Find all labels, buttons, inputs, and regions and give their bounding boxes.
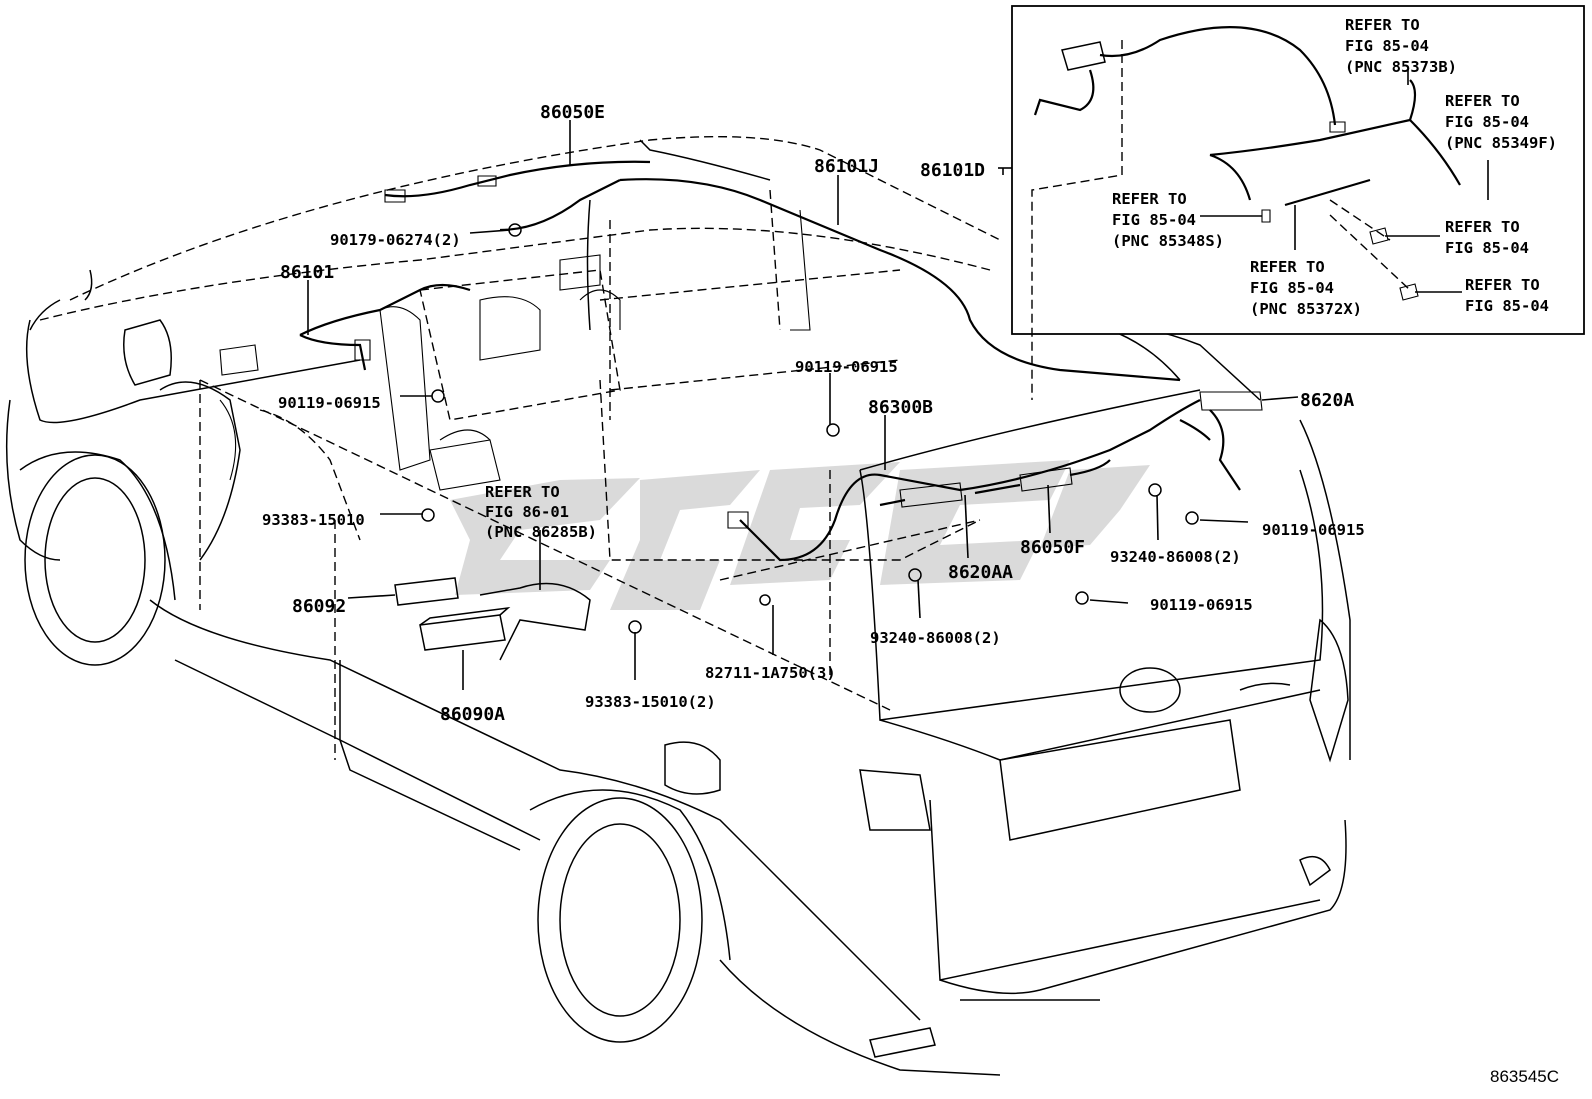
bracket-86092 (394, 577, 459, 606)
inset-detail-box (998, 5, 1585, 400)
diagram-id: 863545C (1490, 1067, 1559, 1086)
label-8620A: 8620A (1300, 390, 1354, 411)
harness-86050F (974, 459, 1111, 495)
label-90119-06915-c: 90119-06915 (1262, 521, 1365, 539)
label-86101J: 86101J (814, 156, 879, 177)
label-82711-1A750: 82711-1A750(3) (705, 664, 836, 682)
ref-85-a-line2: FIG 85-04 (1445, 239, 1529, 257)
label-86092: 86092 (292, 596, 346, 617)
ref-86-01-line1: REFER TO (485, 483, 560, 501)
ref-85-b-line1: REFER TO (1465, 276, 1540, 294)
ref-85373B-line1: REFER TO (1345, 16, 1420, 34)
ref-86-01-line3: (PNC 86285B) (485, 523, 597, 541)
label-93240-86008-a: 93240-86008(2) (1110, 548, 1241, 566)
refer-labels: REFER TO FIG 86-01 (PNC 86285B) REFER TO… (485, 16, 1557, 541)
ref-85348S-line3: (PNC 85348S) (1112, 232, 1224, 250)
ref-85349F-line2: FIG 85-04 (1445, 113, 1529, 131)
ref-85372X-line3: (PNC 85372X) (1250, 300, 1362, 318)
label-90119-06915-b: 90119-06915 (278, 394, 381, 412)
label-93383-15010-a: 93383-15010 (262, 511, 365, 529)
ref-85348S-line2: FIG 85-04 (1112, 211, 1196, 229)
ref-85372X-line2: FIG 85-04 (1250, 279, 1334, 297)
watermark-logo (450, 460, 1150, 610)
ref-85373B-line3: (PNC 85373B) (1345, 58, 1457, 76)
label-86050E: 86050E (540, 102, 605, 123)
part-labels: 86050E 86101J 86101D 90179-06274(2) 8610… (262, 102, 1365, 725)
label-93383-15010-b: 93383-15010(2) (585, 693, 716, 711)
label-90119-06915-a: 90119-06915 (795, 358, 898, 376)
label-90179-06274: 90179-06274(2) (330, 231, 461, 249)
label-8620AA: 8620AA (948, 562, 1013, 583)
ref-85373B-line2: FIG 85-04 (1345, 37, 1429, 55)
van-body-outline (5, 135, 1351, 1076)
bracket-86285B (479, 582, 591, 661)
label-90119-06915-d: 90119-06915 (1150, 596, 1253, 614)
ref-85-a-line1: REFER TO (1445, 218, 1520, 236)
harness-8620AA (879, 482, 963, 508)
fasteners (421, 223, 1199, 634)
label-86101: 86101 (280, 262, 334, 283)
ref-86-01-line2: FIG 86-01 (485, 503, 569, 521)
harness-86101 (299, 283, 471, 371)
label-86101D: 86101D (920, 160, 985, 181)
label-86050F: 86050F (1020, 537, 1085, 558)
harness-8620A (1179, 391, 1263, 491)
ref-85372X-line1: REFER TO (1250, 258, 1325, 276)
ref-85-b-line2: FIG 85-04 (1465, 297, 1549, 315)
label-86300B: 86300B (868, 397, 933, 418)
leader-lines (307, 120, 1299, 690)
harness-86300B (727, 399, 1201, 562)
label-86090A: 86090A (440, 704, 505, 725)
antenna-86090A (419, 606, 511, 651)
ref-85349F-line3: (PNC 85349F) (1445, 134, 1557, 152)
ref-85349F-line1: REFER TO (1445, 92, 1520, 110)
label-93240-86008-b: 93240-86008(2) (870, 629, 1001, 647)
harness-86050E (384, 160, 651, 203)
ref-85348S-line1: REFER TO (1112, 190, 1187, 208)
